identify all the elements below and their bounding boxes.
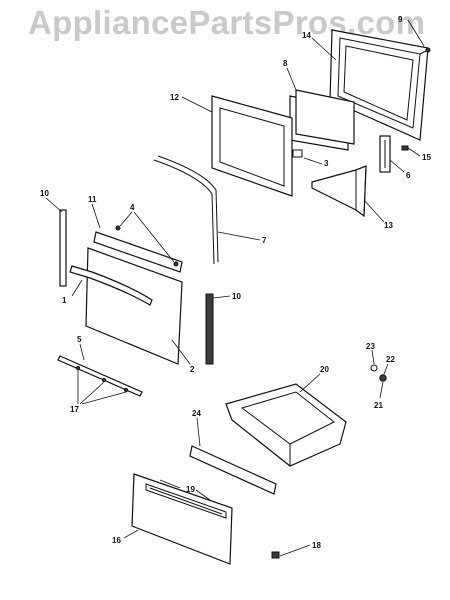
part-4-screws [115, 225, 179, 267]
part-5-bottom-channel [57, 355, 143, 397]
part-7-gasket [153, 155, 219, 265]
part-9-screw [419, 47, 431, 55]
callout-20: 20 [320, 365, 329, 374]
callout-6: 6 [406, 171, 411, 180]
part-3-clip [292, 149, 303, 158]
part-13-door-liner [311, 165, 367, 218]
part-15-fastener [401, 145, 409, 151]
callout-13: 13 [384, 221, 393, 230]
callout-24: 24 [192, 409, 201, 418]
callout-19: 19 [186, 485, 195, 494]
callout-3: 3 [324, 159, 329, 168]
part-10-side-trim-right [205, 293, 214, 365]
part-6-hinge [379, 135, 391, 173]
part-2-outer-door-panel [85, 247, 183, 365]
callout-12: 12 [170, 93, 179, 102]
callout-labels: 9 14 8 12 3 15 6 13 7 10 11 4 1 2 10 5 1… [40, 15, 431, 550]
part-18-leveler [271, 551, 280, 559]
part-12-inner-door-panel [211, 95, 293, 197]
part-1-door-handle [69, 265, 153, 306]
callout-10-left: 10 [40, 189, 49, 198]
callout-21: 21 [374, 401, 383, 410]
part-16-drawer-front [131, 473, 233, 565]
part-10-side-trim-left [59, 209, 67, 287]
callout-2: 2 [190, 365, 195, 374]
part-19-drawer-handle [145, 483, 227, 519]
callout-11: 11 [88, 195, 97, 204]
callout-18: 18 [312, 541, 321, 550]
callout-7: 7 [262, 236, 267, 245]
callout-14: 14 [302, 31, 311, 40]
callout-4: 4 [130, 203, 135, 212]
callout-5: 5 [77, 335, 82, 344]
callout-9: 9 [398, 15, 403, 24]
part-20-drawer-tray [225, 383, 347, 467]
part-24-drawer-rail [189, 445, 277, 495]
callout-8: 8 [283, 59, 288, 68]
callout-15: 15 [422, 153, 431, 162]
part-17-screws [75, 365, 129, 393]
callout-10-right: 10 [232, 292, 241, 301]
part-22-21-screw [379, 374, 387, 382]
callout-17: 17 [70, 405, 79, 414]
part-23-nut [370, 364, 378, 372]
part-14-outer-door-frame [329, 29, 429, 141]
callout-22: 22 [386, 355, 395, 364]
part-11-door-strip [93, 231, 183, 273]
callout-16: 16 [112, 536, 121, 545]
callout-1: 1 [62, 296, 67, 305]
callout-23: 23 [366, 342, 375, 351]
leader-lines [45, 19, 425, 557]
